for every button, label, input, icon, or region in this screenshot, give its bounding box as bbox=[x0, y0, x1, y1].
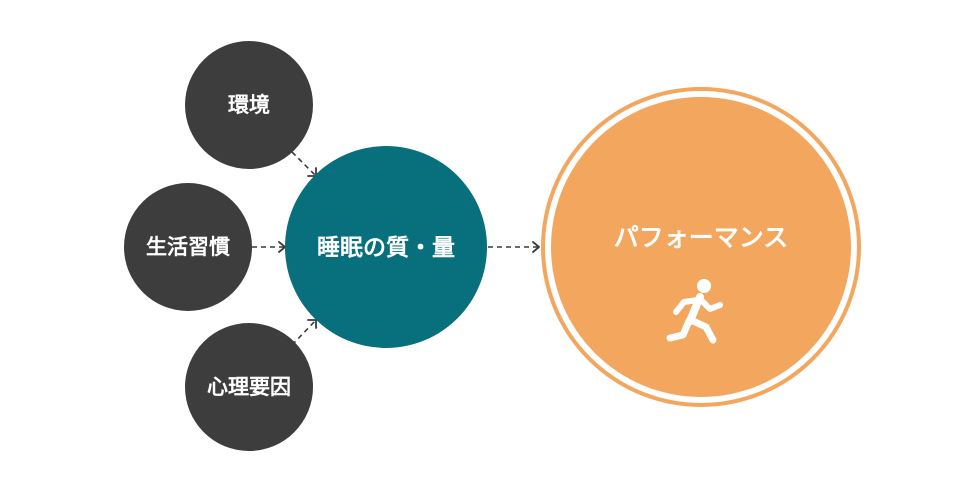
node-environment-label: 環境 bbox=[228, 93, 270, 117]
node-sleep: 睡眠の質・量 bbox=[285, 146, 487, 348]
node-performance: パフォーマンス bbox=[541, 87, 861, 407]
arrow-sleep-to-performance bbox=[488, 241, 540, 253]
arrow-lifestyle-to-sleep bbox=[252, 241, 286, 253]
arrow-psychology-to-sleep bbox=[291, 319, 317, 346]
node-lifestyle-label: 生活習慣 bbox=[146, 235, 230, 259]
node-performance-label: パフォーマンス bbox=[614, 223, 789, 252]
node-sleep-label: 睡眠の質・量 bbox=[317, 235, 455, 261]
node-lifestyle: 生活習慣 bbox=[124, 183, 252, 311]
node-psychology: 心理要因 bbox=[185, 323, 313, 451]
node-psychology-label: 心理要因 bbox=[207, 375, 291, 399]
arrow-environment-to-sleep bbox=[291, 151, 317, 177]
running-person-icon bbox=[666, 279, 723, 344]
node-environment: 環境 bbox=[185, 41, 313, 169]
